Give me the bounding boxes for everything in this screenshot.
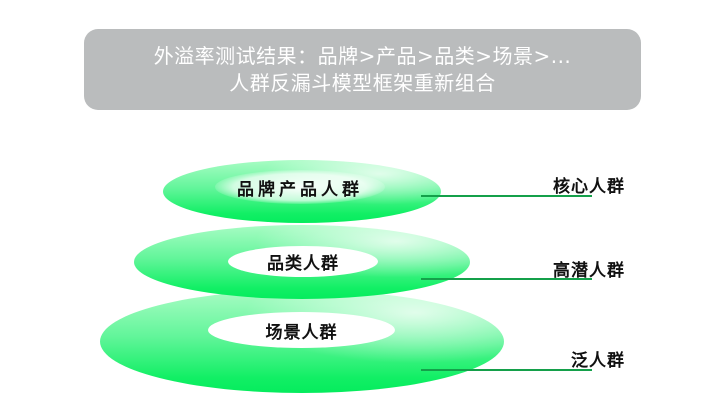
leader-line-core [421,195,592,197]
funnel-layer-scene: 场景人群 [100,290,504,393]
funnel-layer-category-label: 品类人群 [228,246,378,277]
funnel-layer-category: 品类人群 [134,225,470,299]
leader-line-broad [421,369,592,371]
title-line-2: 人群反漏斗模型框架重新组合 [229,70,496,95]
funnel-layer-brand-product-label: 品牌产品人群 [215,170,385,204]
side-label-potential: 高潜人群 [553,261,625,281]
title-line-1: 外溢率测试结果：品牌>产品>品类>场景>... [153,43,572,68]
funnel-layer-brand-product: 品牌产品人群 [163,160,441,223]
side-label-core: 核心人群 [553,177,625,197]
title-banner: 外溢率测试结果：品牌>产品>品类>场景>... 人群反漏斗模型框架重新组合 [84,29,641,110]
leader-line-potential [421,278,592,280]
side-label-broad: 泛人群 [571,351,625,371]
funnel-layer-scene-label: 场景人群 [208,312,395,348]
